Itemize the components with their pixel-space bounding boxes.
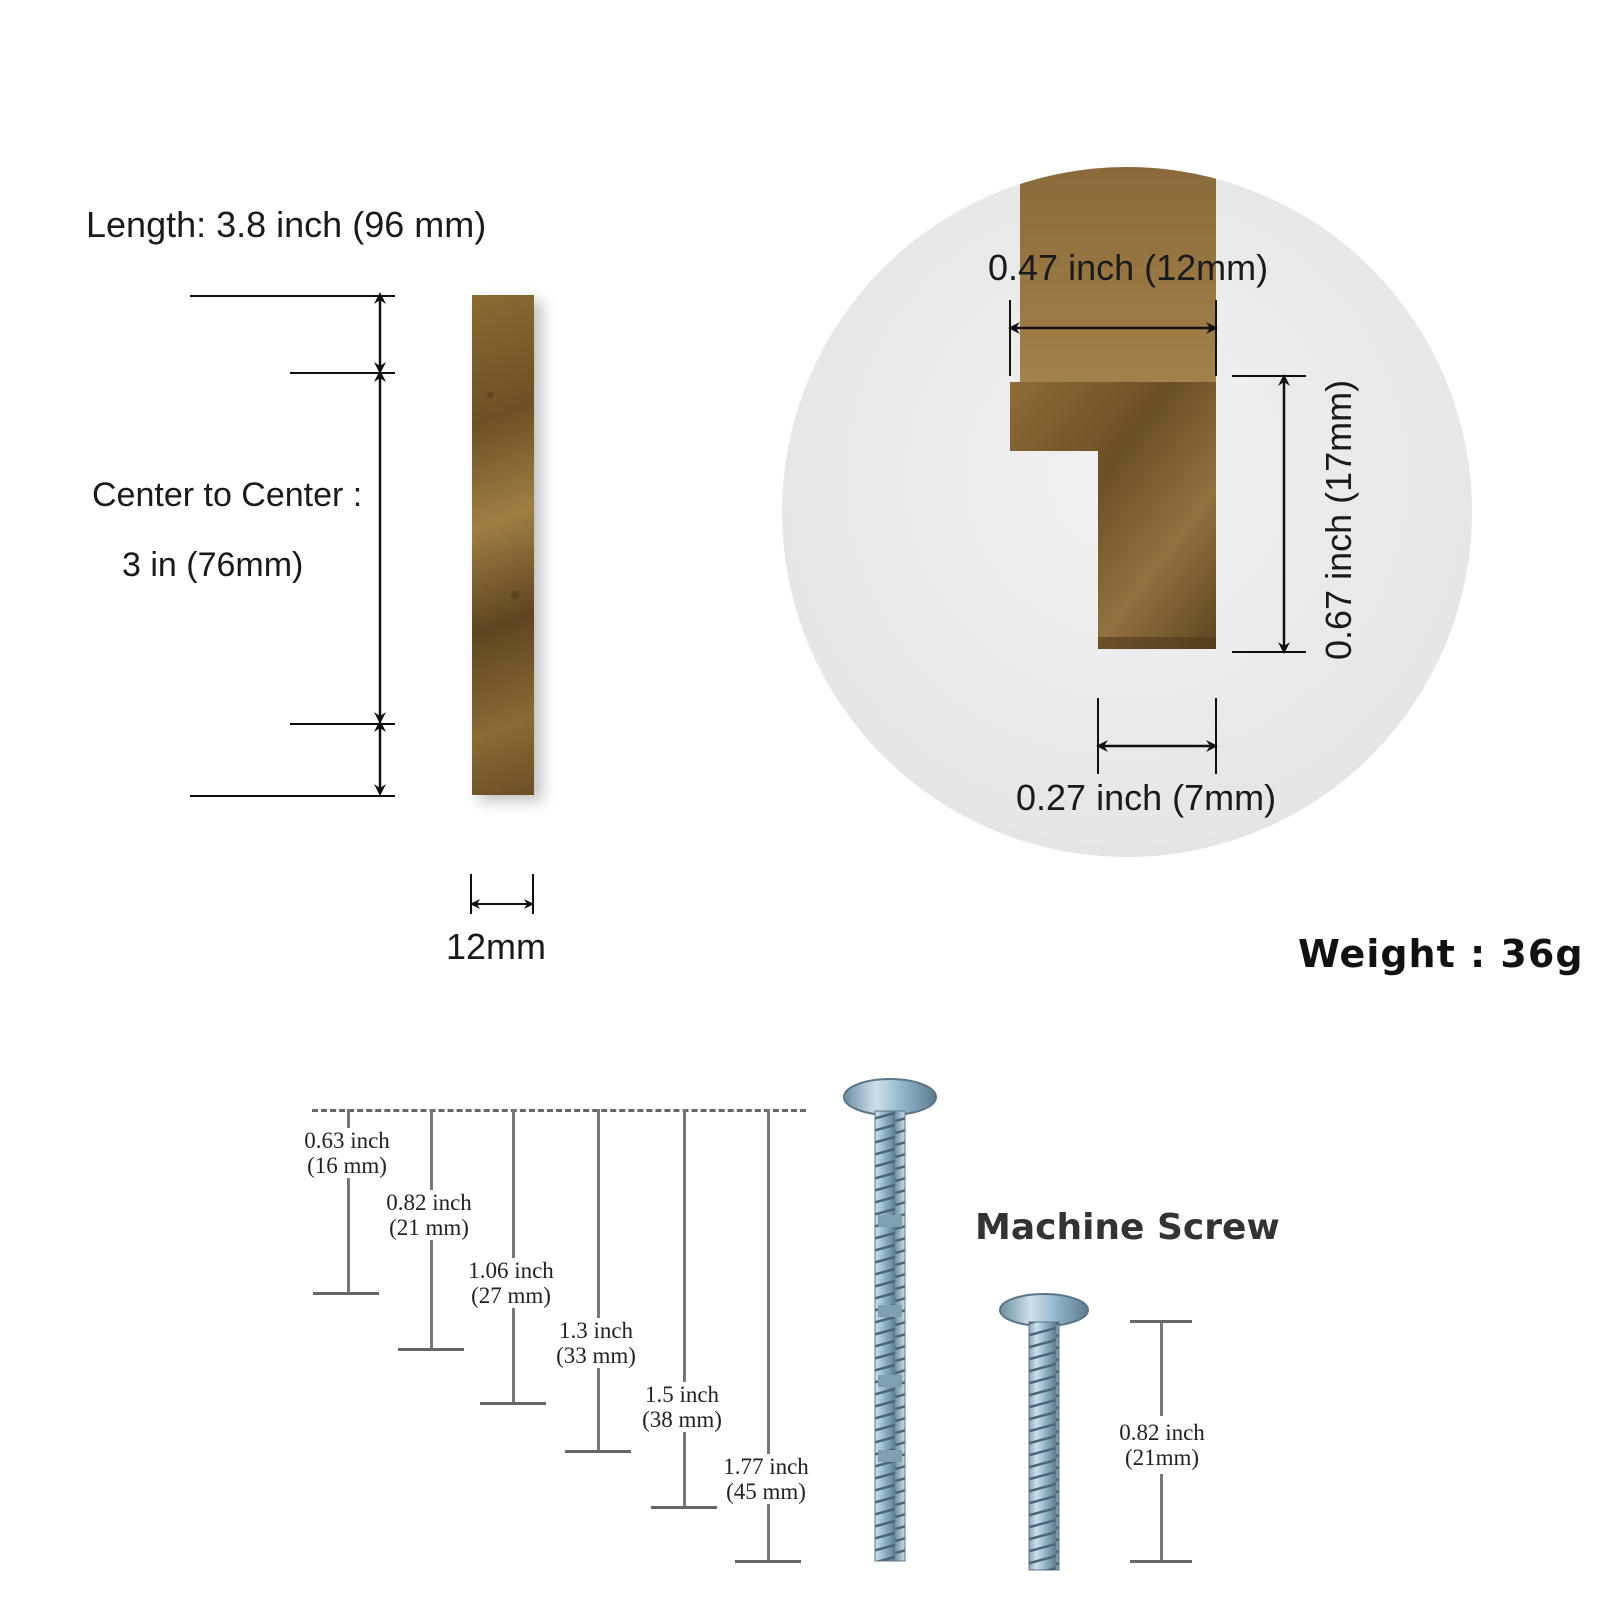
weight-label: Weight : 36g xyxy=(1298,932,1584,976)
short-screw-dim-top xyxy=(1130,1320,1192,1323)
dim-cap-27mm xyxy=(480,1402,546,1405)
handle-bar-image xyxy=(472,295,534,795)
width-dimension xyxy=(470,874,534,914)
dim-bar-33mm xyxy=(597,1109,600,1451)
dim-cap-21mm xyxy=(398,1348,464,1351)
screw-length-label-3: 1.06 inch(27 mm) xyxy=(452,1258,570,1308)
profile-bottom-width-label: 0.27 inch (7mm) xyxy=(1016,777,1277,818)
dim-cap-45mm xyxy=(735,1560,801,1563)
screw-length-label-6: 1.77 inch(45 mm) xyxy=(707,1454,825,1504)
breakaway-screw-image xyxy=(843,1078,937,1562)
screw-length-label-2: 0.82 inch(21 mm) xyxy=(370,1190,488,1240)
length-top-line xyxy=(190,295,395,297)
length-label: Length: 3.8 inch (96 mm) xyxy=(86,204,487,245)
profile-height-label: 0.67 inch (17mm) xyxy=(1318,379,1359,660)
profile-top-width-label: 0.47 inch (12mm) xyxy=(988,247,1269,288)
profile-dimensions xyxy=(1008,300,1306,774)
screw-length-label-1: 0.63 inch(16 mm) xyxy=(288,1128,406,1178)
dim-bar-45mm xyxy=(767,1109,770,1561)
width-label: 12mm xyxy=(446,926,547,967)
center-top-line xyxy=(290,372,395,374)
dim-cap-16mm xyxy=(313,1292,379,1295)
short-screw-length-label: 0.82 inch(21mm) xyxy=(1100,1416,1224,1474)
center-label-line2: 3 in (76mm) xyxy=(122,546,304,584)
center-bottom-line xyxy=(290,723,395,725)
dim-bar-16mm xyxy=(347,1109,350,1293)
short-screw-dim-bottom xyxy=(1130,1560,1192,1563)
machine-screw-title: Machine Screw xyxy=(975,1207,1280,1248)
screw-length-label-5: 1.5 inch(38 mm) xyxy=(623,1382,741,1432)
dim-cap-38mm xyxy=(651,1506,717,1509)
length-bottom-line xyxy=(190,795,395,797)
short-screw-image xyxy=(999,1293,1089,1571)
dim-bar-38mm xyxy=(683,1109,686,1507)
screw-baseline xyxy=(312,1109,806,1112)
dim-cap-33mm xyxy=(565,1450,631,1453)
screw-length-label-4: 1.3 inch(33 mm) xyxy=(537,1318,655,1368)
length-arrows xyxy=(374,292,386,796)
profile-image xyxy=(1010,167,1216,649)
dim-bar-27mm xyxy=(512,1109,515,1403)
center-label-line1: Center to Center : xyxy=(92,476,363,514)
